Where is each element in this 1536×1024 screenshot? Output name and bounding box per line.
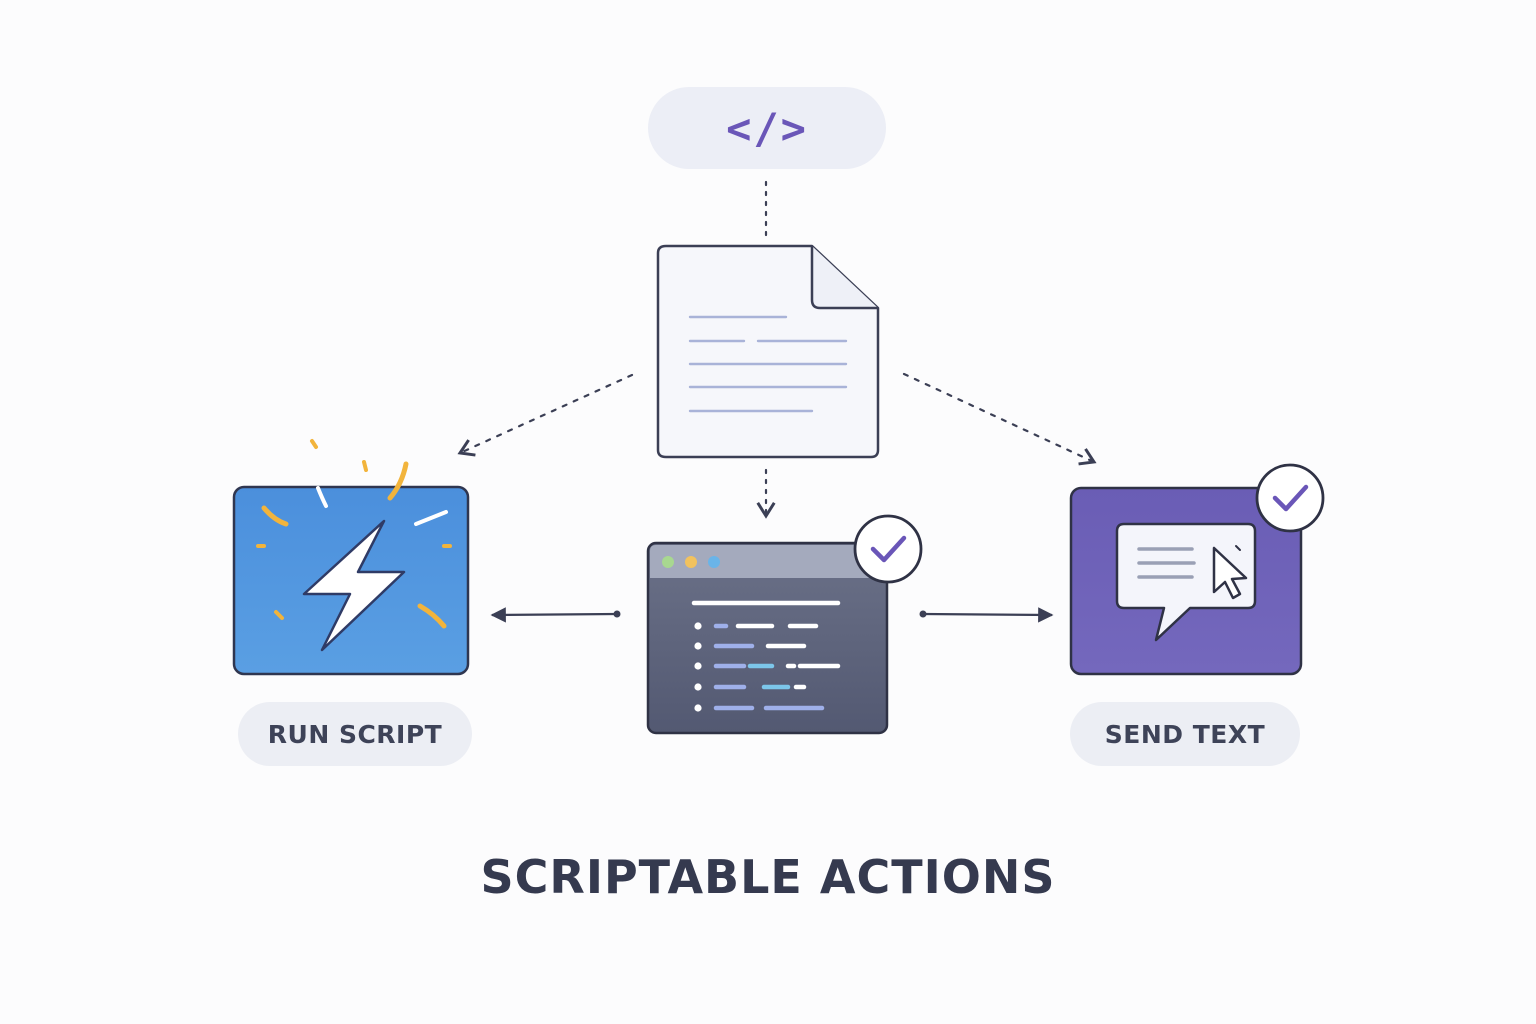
send-text-check-icon [1255,463,1325,533]
send-text-node[interactable] [1069,486,1303,676]
run-script-label: RUN SCRIPT [267,719,443,749]
window-check-icon [853,514,923,584]
lightning-bolt-icon [302,519,406,652]
run-script-node[interactable] [232,439,470,676]
terminal-window-icon[interactable] [646,541,889,735]
connector-window-to-run-script [490,607,618,623]
diagram-title: SCRIPTABLE ACTIONS [480,850,1056,904]
document-icon [656,244,880,459]
connectors [457,180,1097,623]
code-brackets-icon: </> [726,103,808,153]
cursor-icon [1212,546,1248,600]
connector-document-to-run-script [457,373,634,457]
send-text-label-pill[interactable]: SEND TEXT [1070,702,1300,766]
connector-window-to-send-text [922,607,1054,623]
send-text-label: SEND TEXT [1104,719,1266,749]
connector-document-to-send-text [902,372,1097,466]
code-badge: </> [648,87,886,169]
spark-marks [256,439,452,629]
run-script-label-pill[interactable]: RUN SCRIPT [238,702,472,766]
